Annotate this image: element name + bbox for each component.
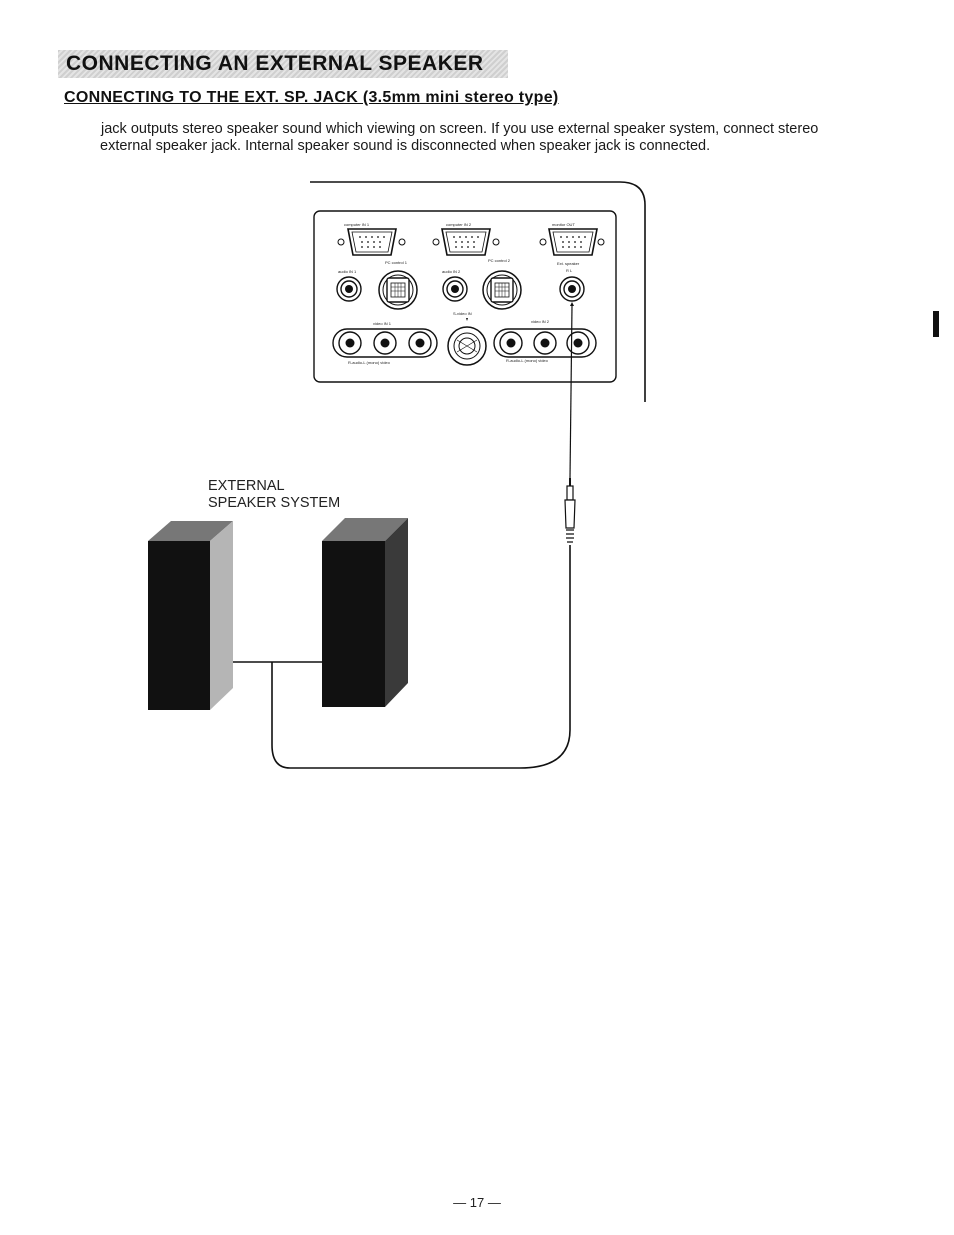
speaker-caption-line-2: SPEAKER SYSTEM [208, 495, 341, 511]
right-speaker [322, 518, 408, 707]
speaker-cable [271, 302, 576, 769]
body-text-line-1: jack outputs stereo speaker sound which … [101, 121, 819, 137]
label-row-1: R-audio-L (mono) video [348, 360, 391, 365]
label-audio-in-1: audio IN 1 [338, 269, 357, 274]
label-ext-speaker-sub: R L [566, 268, 573, 273]
ext-speaker-jack [559, 276, 585, 302]
speaker-caption-line-1: EXTERNAL [208, 478, 285, 494]
label-monitor-out: monitor OUT [552, 222, 575, 227]
label-computer-in-2: computer IN 2 [446, 222, 472, 227]
connector-panel: computer IN 1 computer IN 2 monitor OUT … [313, 210, 617, 383]
s-video-in-port [447, 326, 487, 366]
pc-control-1-port [378, 270, 418, 310]
page-number: — 17 — [453, 1195, 501, 1210]
label-video-in-2: video IN 2 [531, 319, 550, 324]
section-heading-bar [58, 50, 508, 78]
margin-bar [933, 311, 939, 337]
left-speaker [148, 521, 233, 710]
dsub-pins [359, 236, 586, 248]
label-row-2: R-audio-L (mono) video [506, 358, 549, 363]
label-computer-in-1: computer IN 1 [344, 222, 370, 227]
label-pc-control-2: PC control 2 [488, 258, 511, 263]
audio-in-1-jack [336, 276, 362, 302]
audio-in-2-jack [442, 276, 468, 302]
pc-control-2-port [482, 270, 522, 310]
label-ext-speaker: Ext. speaker [557, 261, 580, 266]
projector-outline [310, 181, 646, 402]
section-title: CONNECTING AN EXTERNAL SPEAKER [66, 52, 484, 75]
video-in-2-group [493, 328, 597, 358]
computer-in-1-port [337, 228, 406, 256]
body-text-line-2: external speaker jack. Internal speaker … [100, 138, 711, 154]
speaker-caption: EXTERNAL SPEAKER SYSTEM [208, 478, 340, 512]
subsection-title: CONNECTING TO THE EXT. SP. JACK (3.5mm m… [64, 89, 559, 106]
label-s-video-in: S-video IN [453, 311, 472, 316]
label-pc-control-1: PC control 1 [385, 260, 408, 265]
label-video-in-1: video IN 1 [373, 321, 392, 326]
video-in-1-group [332, 328, 438, 358]
label-audio-in-2: audio IN 2 [442, 269, 461, 274]
